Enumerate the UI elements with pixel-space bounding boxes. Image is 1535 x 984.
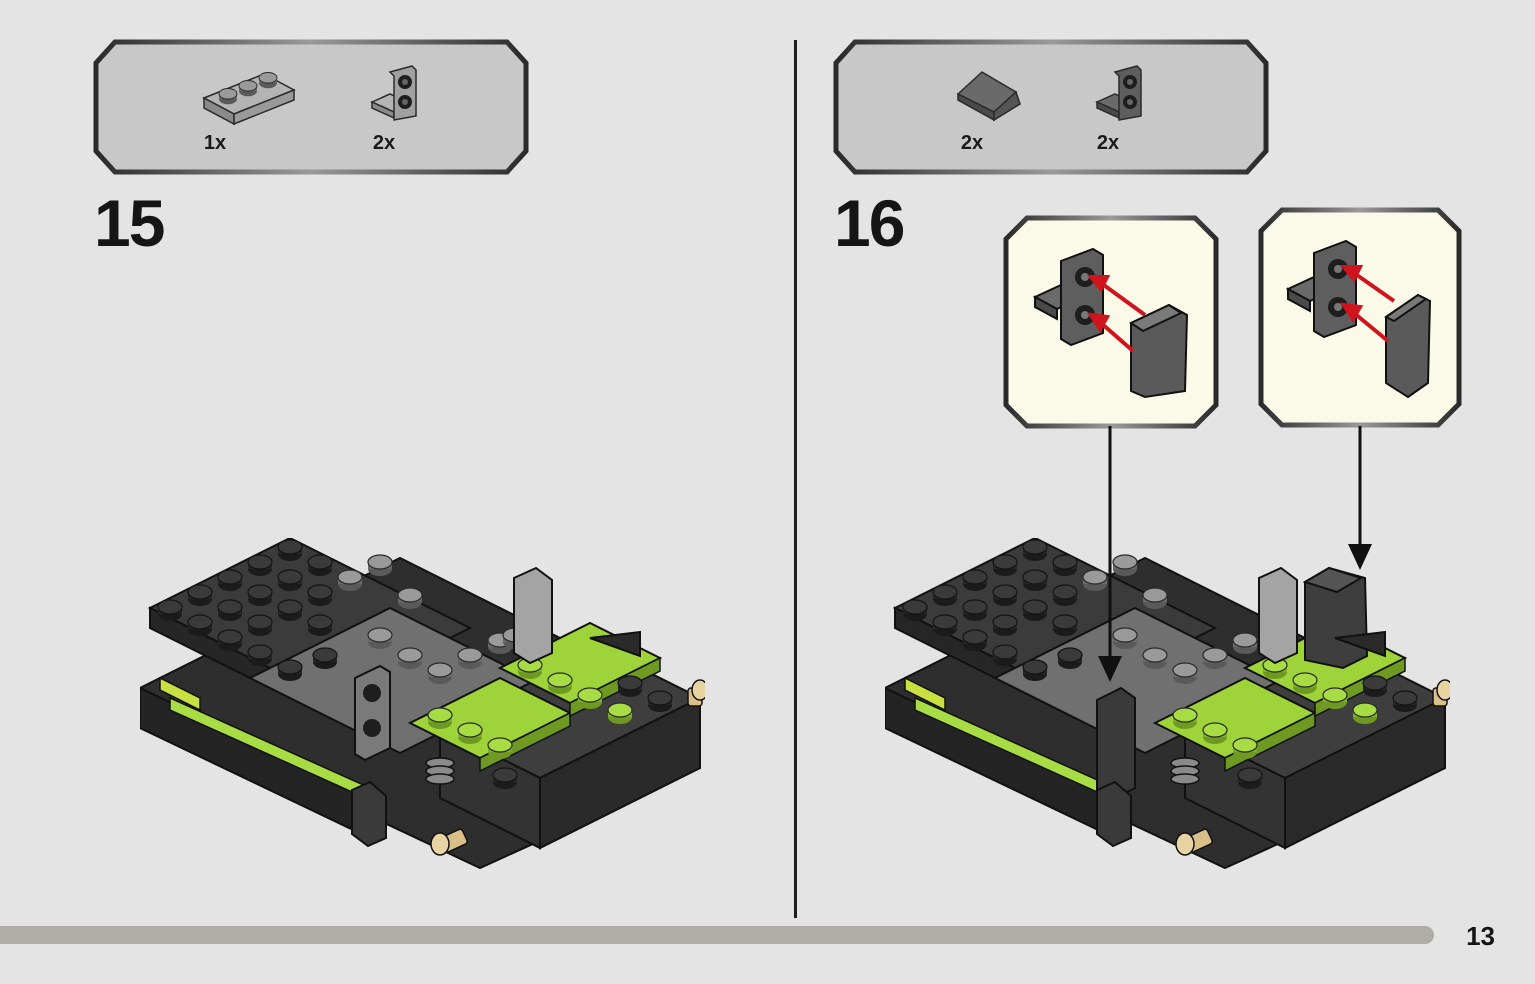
step-number: 15 [94,186,165,260]
plate-1x3-grey-icon [202,72,296,126]
model-assembly-step-16 [885,538,1450,869]
page-divider [794,40,797,918]
parts-list-box-step-16 [833,39,1269,175]
part-quantity: 2x [960,132,984,154]
page-number: 13 [1466,921,1495,951]
bracket-1x2-grey-icon [370,65,417,121]
slope-tile-dark-grey-icon [956,71,1021,122]
part-quantity: 2x [1096,132,1120,154]
callout-bracket-attach-right [1258,207,1462,428]
part-quantity: 2x [372,132,396,154]
bracket-1x2-dark-icon [1095,65,1142,121]
part-quantity: 1x [203,132,227,154]
callout-pointer-arrows [1098,426,1372,682]
model-assembly-step-15 [140,538,705,869]
step-number: 16 [834,186,905,260]
footer-progress-bar [0,926,1434,944]
callout-bracket-attach-left [1003,215,1219,429]
parts-list-box-step-15 [93,39,529,175]
